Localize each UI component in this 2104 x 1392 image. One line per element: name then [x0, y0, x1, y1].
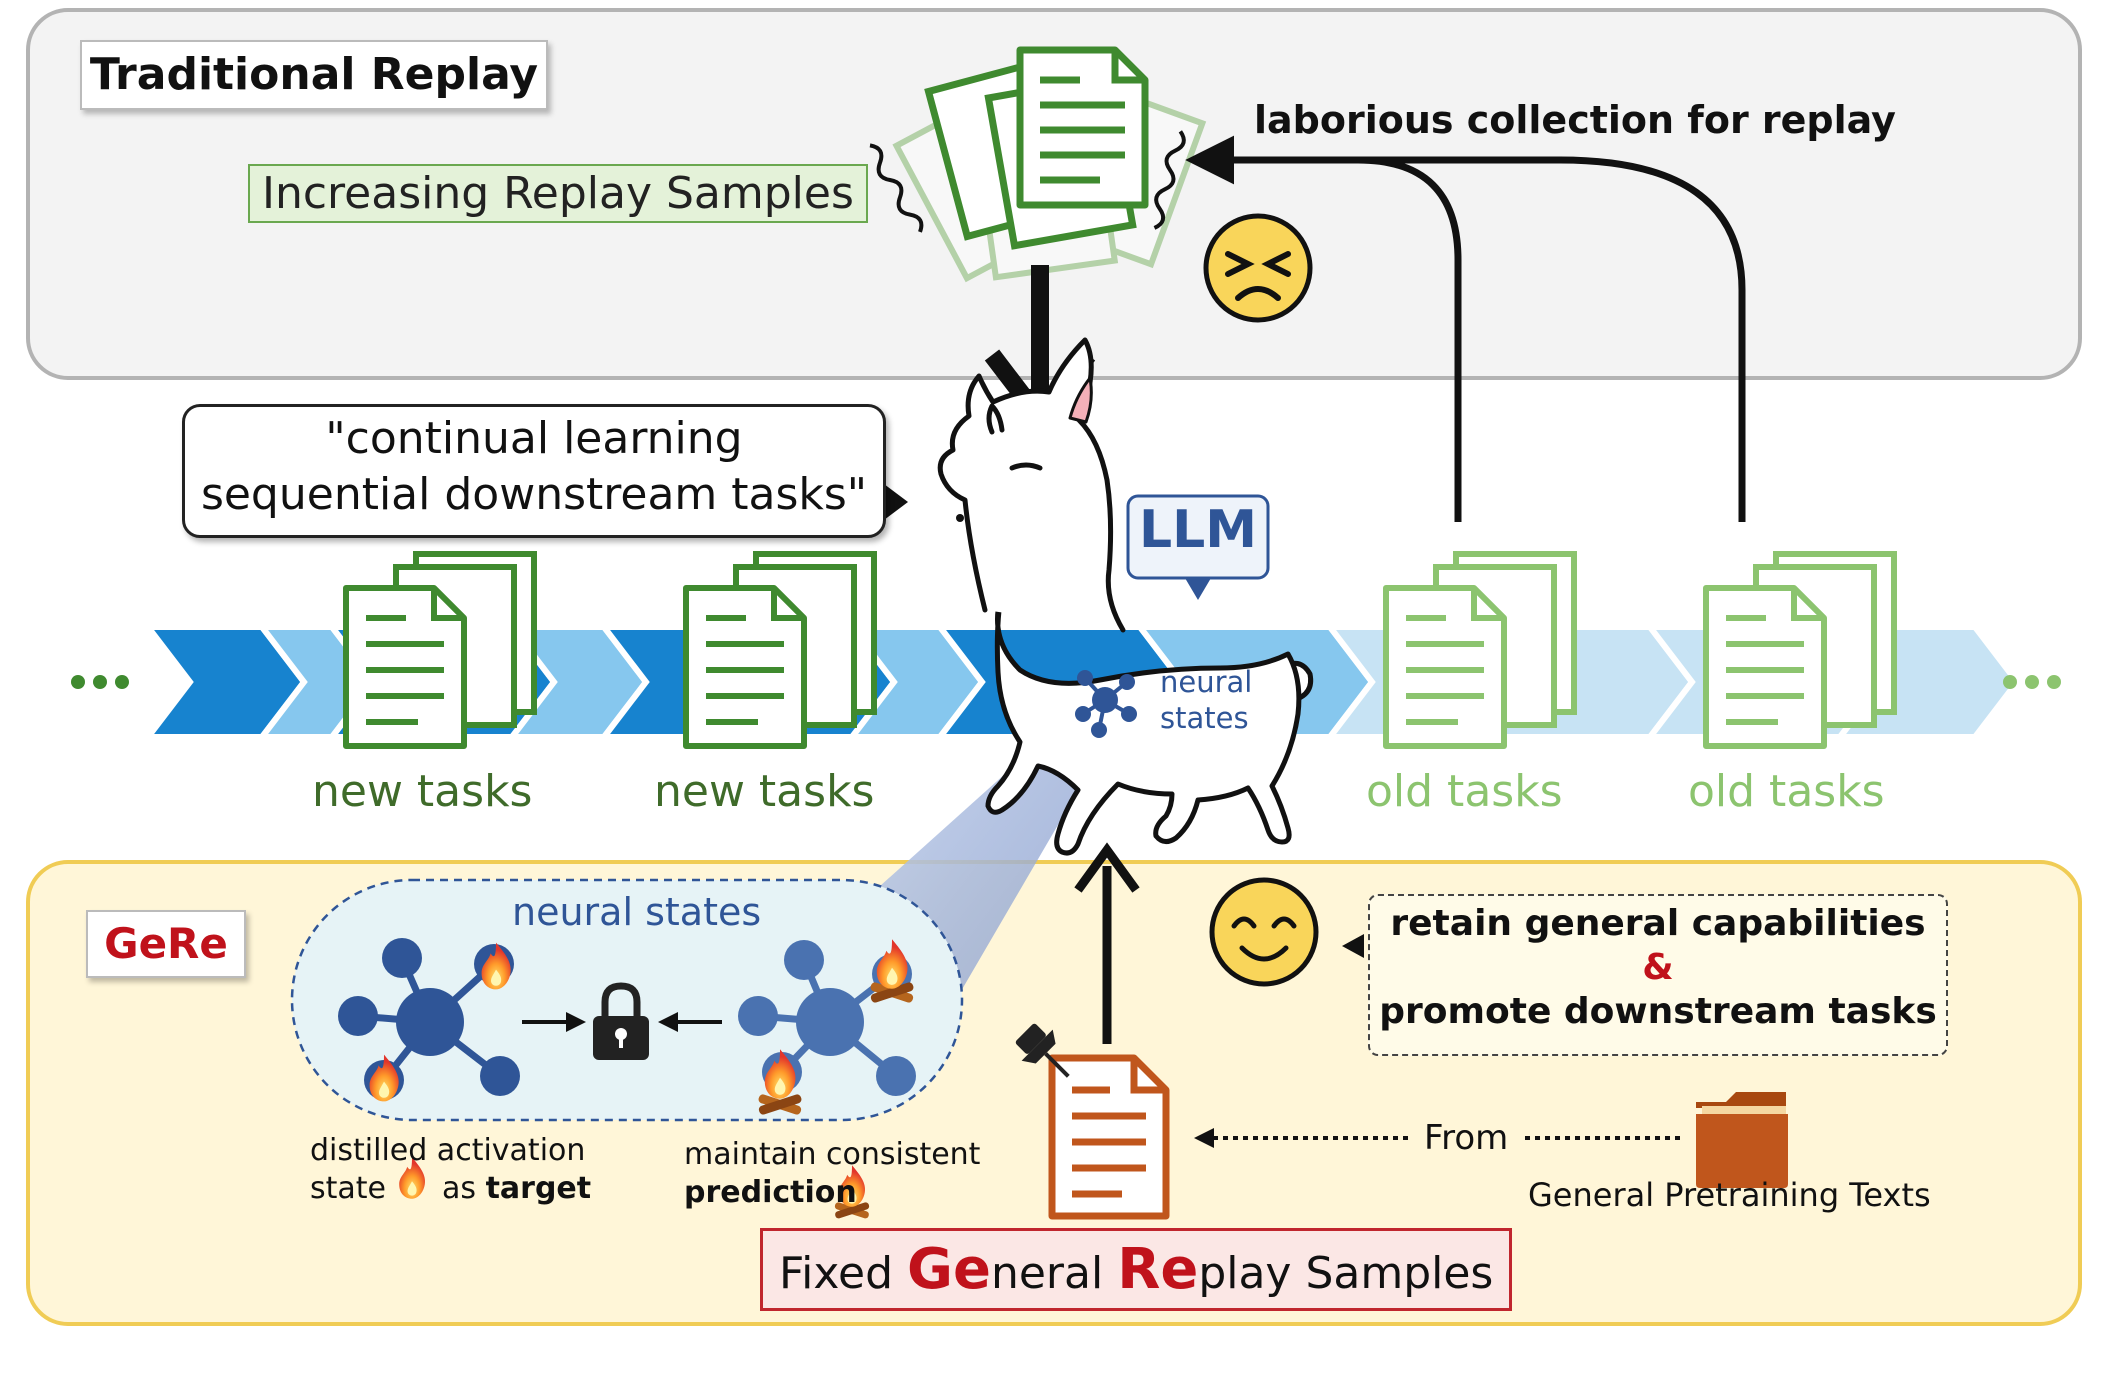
llama-states-line-1: neural — [1160, 665, 1253, 699]
retain-ampersand: & — [1642, 947, 1674, 988]
lock-icon — [593, 982, 649, 1060]
laborious-collection-note: laborious collection for replay — [1254, 98, 1896, 142]
fixed-part-ge: Ge — [907, 1237, 991, 1302]
fixed-part-3: play Samples — [1198, 1248, 1494, 1299]
target-network-icon — [338, 938, 520, 1102]
gere-title: GeRe — [86, 910, 246, 978]
task-label-4: old tasks — [1688, 766, 1885, 817]
task-label-3: old tasks — [1366, 766, 1563, 817]
old-task-collection-arrow-2 — [1300, 156, 1746, 522]
shake-squiggle-left — [869, 143, 924, 233]
llama-icon — [937, 337, 1314, 856]
angry-face-icon — [1203, 213, 1313, 323]
timeline-ellipsis-left — [71, 675, 129, 689]
task-documents — [343, 551, 1897, 749]
maintain-caption-line-1: maintain consistent — [684, 1137, 981, 1172]
general-pretraining-texts-label: General Pretraining Texts — [1528, 1176, 1931, 1214]
neural-states-title: neural states — [512, 890, 762, 934]
increasing-replay-samples-label: Increasing Replay Samples — [248, 164, 868, 223]
maintain-caption: maintain consistent prediction — [684, 1136, 980, 1212]
distilled-caption-line-1: distilled activation — [310, 1133, 586, 1168]
speech-bubble-tail — [884, 484, 908, 520]
traditional-replay-title: Traditional Replay — [80, 40, 548, 110]
continual-learning-speech-bubble: "continual learning sequential downstrea… — [182, 404, 886, 538]
llama-states-line-2: states — [1160, 701, 1249, 735]
llm-badge — [1126, 494, 1270, 600]
task-document-stack-4 — [1703, 551, 1897, 749]
general-replay-document-icon — [1048, 1054, 1170, 1220]
llama-nose-icon — [956, 514, 964, 522]
speech-line-1: "continual learning — [325, 413, 743, 464]
llama-neural-states-label: neural states — [1160, 664, 1252, 736]
student-network-icon — [738, 939, 916, 1116]
llama-neural-states-icon — [1075, 670, 1137, 738]
shake-squiggle-right — [1153, 130, 1186, 230]
task-label-1: new tasks — [312, 766, 533, 817]
happy-face-icon — [1209, 877, 1319, 987]
speech-line-2: sequential downstream tasks" — [200, 469, 868, 520]
retain-capabilities-box: retain general capabilities & promote do… — [1368, 894, 1948, 1056]
fixed-part-re: Re — [1117, 1237, 1199, 1302]
distilled-caption: distilled activation state as target — [310, 1132, 591, 1208]
task-document-stack-2 — [683, 551, 877, 749]
task-label-2: new tasks — [654, 766, 875, 817]
fixed-part-1: Fixed — [779, 1248, 908, 1299]
maintain-caption-prediction: prediction — [684, 1175, 857, 1210]
retain-line-1: retain general capabilities — [1390, 903, 1926, 944]
distilled-caption-as: as — [442, 1171, 477, 1206]
fixed-part-2: neral — [990, 1248, 1118, 1299]
fixed-general-replay-samples-label: Fixed General Replay Samples — [760, 1228, 1513, 1311]
samples-to-llm-arrow — [1074, 842, 1140, 1044]
llm-badge-label: LLM — [1138, 500, 1257, 560]
timeline-ellipsis-right — [2003, 675, 2061, 689]
retain-pointer-tail — [1342, 934, 1364, 958]
task-document-stack-3 — [1383, 551, 1577, 749]
task-document-stack-1 — [343, 551, 537, 749]
folder-icon — [1696, 1092, 1788, 1188]
llama-eye-icon — [1009, 462, 1043, 471]
distilled-caption-state: state — [310, 1171, 386, 1206]
retain-line-2: promote downstream tasks — [1379, 991, 1937, 1032]
pushpin-icon — [1015, 1023, 1070, 1078]
distilled-caption-target: target — [485, 1171, 592, 1206]
from-label: From — [1424, 1118, 1509, 1158]
